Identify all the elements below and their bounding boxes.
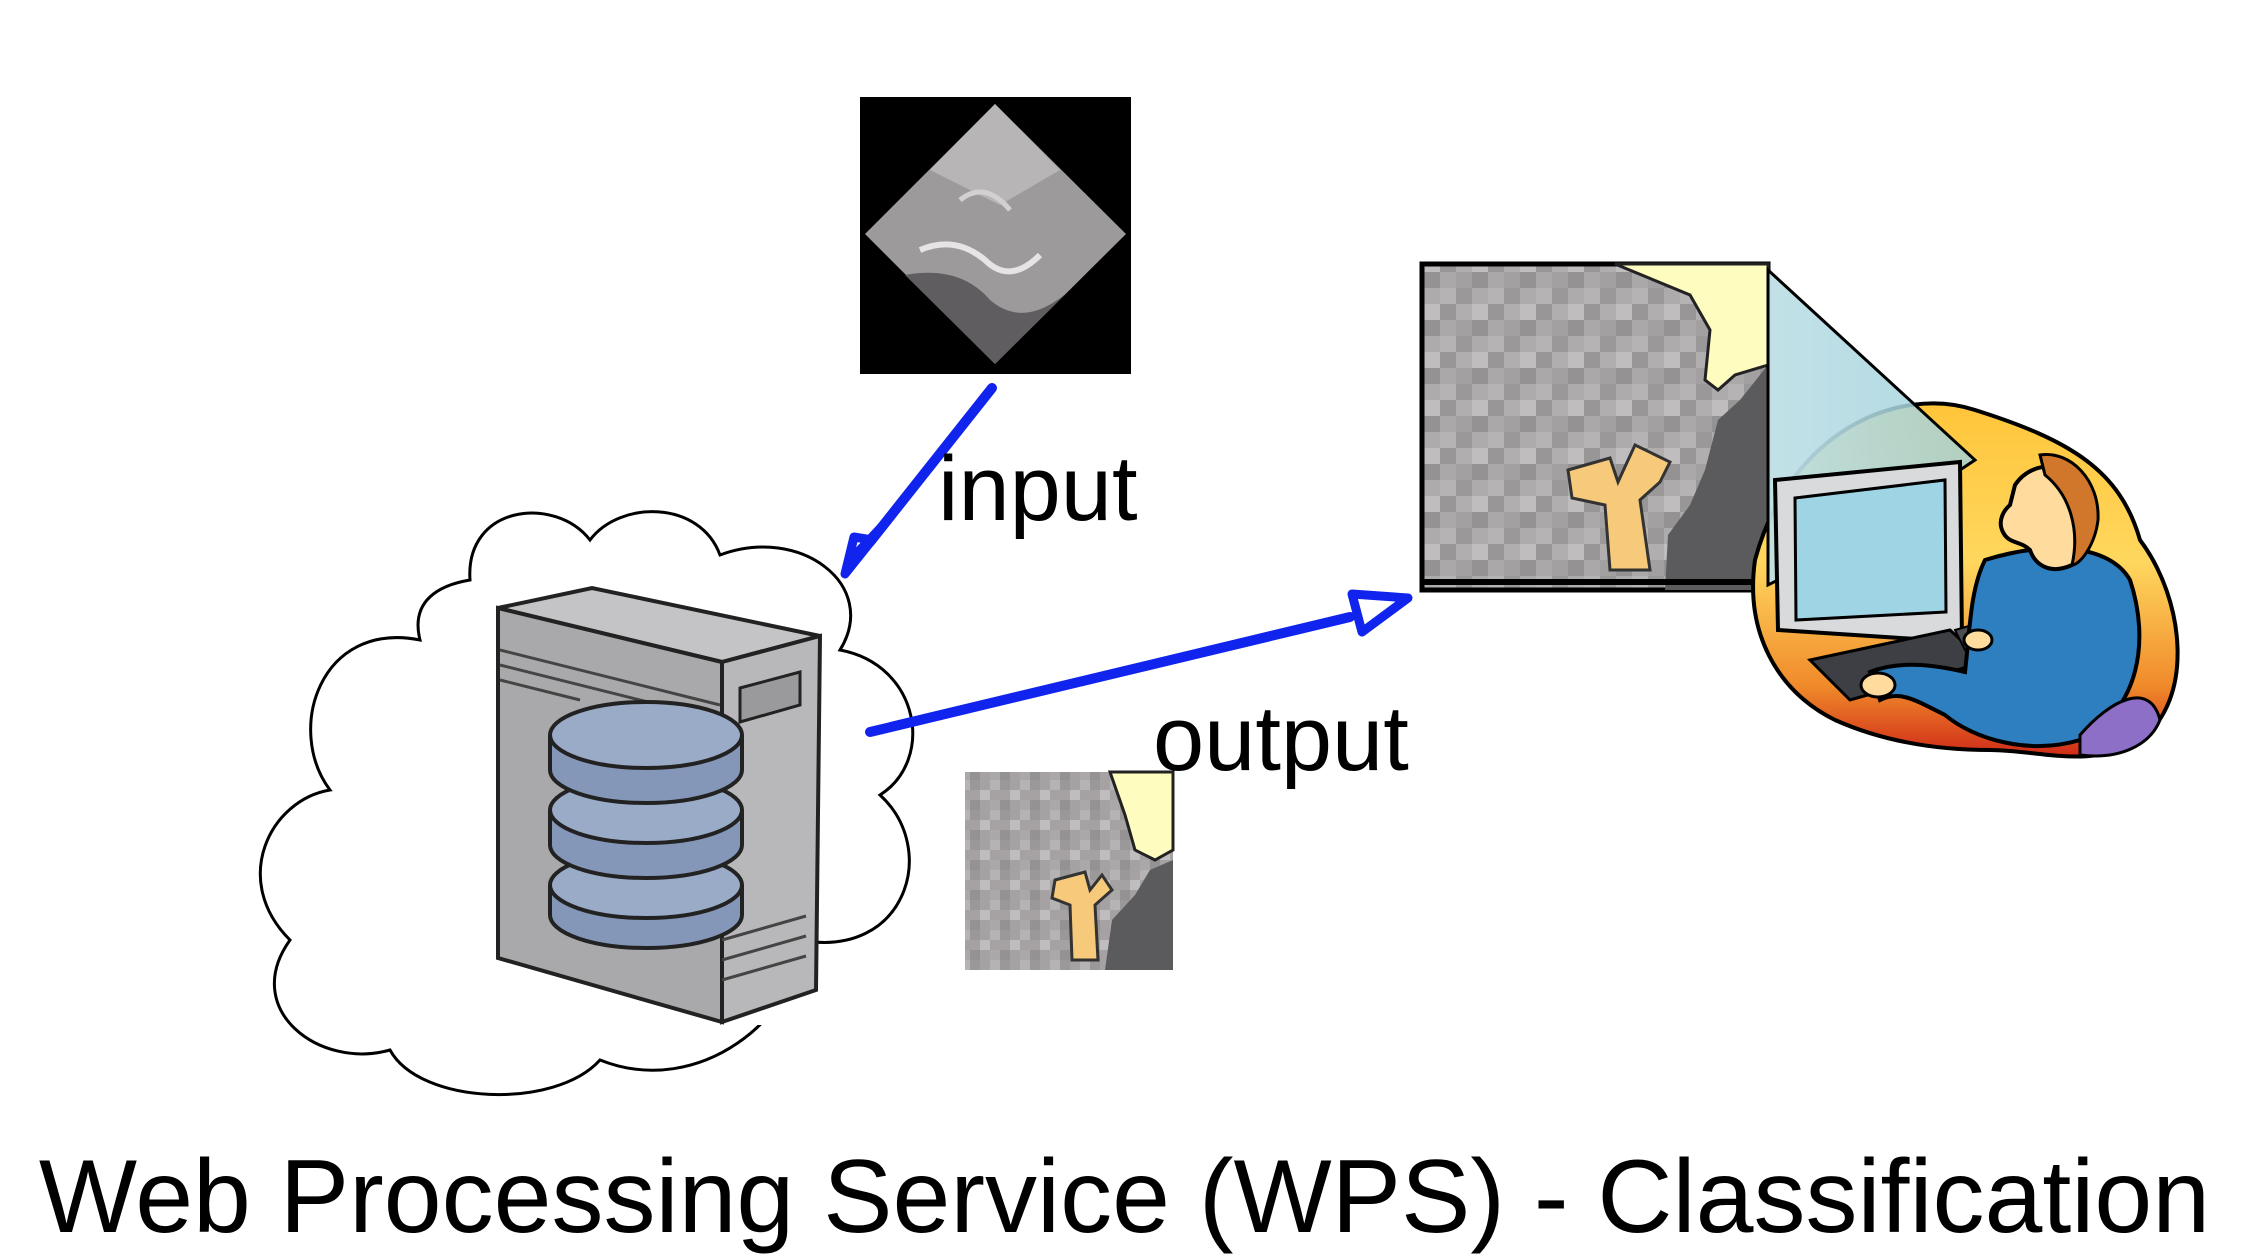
input-label: input — [938, 438, 1138, 540]
input-satellite-image — [860, 97, 1131, 374]
input-arrow — [840, 383, 997, 579]
output-arrow — [865, 589, 1413, 737]
output-label: output — [1153, 688, 1409, 790]
user-at-computer-icon — [1751, 266, 2180, 759]
output-map-thumbnail — [965, 770, 1175, 970]
server-icon — [485, 580, 823, 1025]
output-map-display — [1419, 261, 1771, 593]
diagram-caption: Web Processing Service (WPS) - Classific… — [38, 1139, 2211, 1255]
database-disks — [548, 700, 744, 950]
